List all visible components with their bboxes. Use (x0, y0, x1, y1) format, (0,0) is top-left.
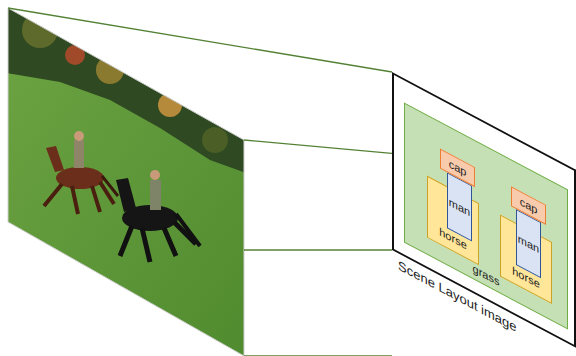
layout-frame: Scene Layout imagegrasshorsemancaphorsem… (392, 72, 576, 348)
node-label: man (449, 195, 470, 218)
node-label: grass (473, 262, 500, 288)
projection-lines (8, 8, 576, 356)
photo (0, 0, 260, 356)
node-label: man (518, 232, 539, 255)
grass-region: grasshorsemancaphorsemancap (404, 102, 568, 329)
